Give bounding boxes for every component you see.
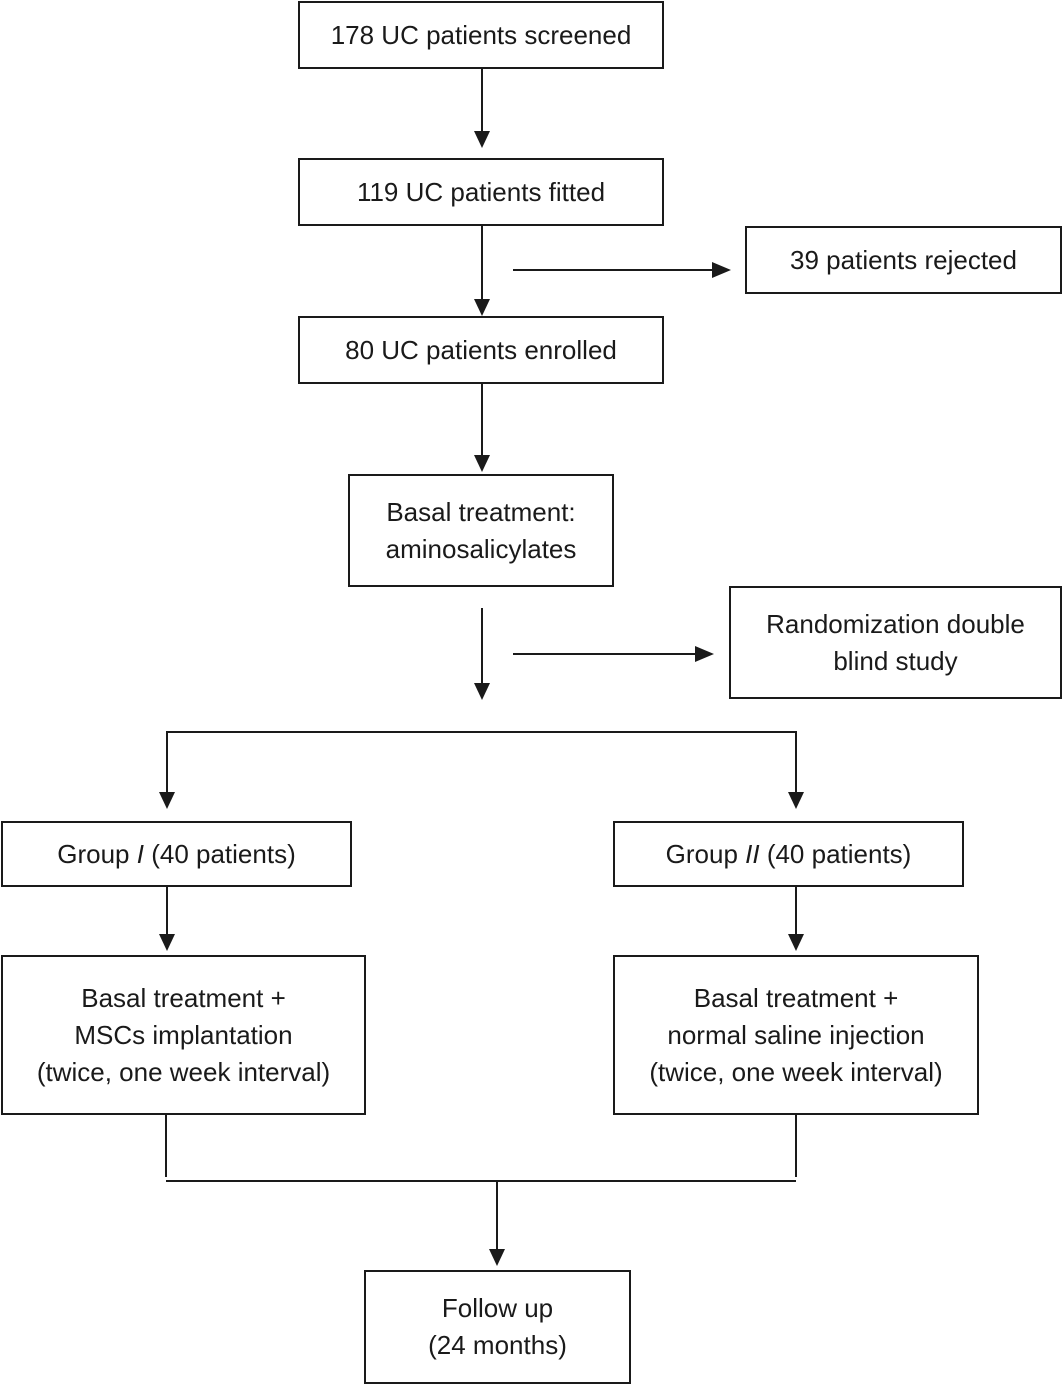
basal-treatment-box: Basal treatment: aminosalicylates xyxy=(348,474,614,587)
group2-prefix: Group xyxy=(665,838,746,869)
group2-box: Group II (40 patients) xyxy=(613,821,964,887)
arrowhead-basal xyxy=(474,455,490,472)
screened-label: 178 UC patients screened xyxy=(330,19,632,50)
group2-numeral: II xyxy=(745,838,760,869)
arrowhead-group2 xyxy=(788,792,804,809)
arrowhead-treatment2 xyxy=(788,934,804,951)
treatment1-line3: (twice, one week interval) xyxy=(36,1056,331,1087)
rejected-box: 39 patients rejected xyxy=(745,226,1062,294)
arrowhead-enrolled xyxy=(474,299,490,316)
group1-numeral: I xyxy=(136,838,144,869)
enrolled-label: 80 UC patients enrolled xyxy=(345,334,617,365)
rejected-label: 39 patients rejected xyxy=(790,244,1017,275)
fitted-box: 119 UC patients fitted xyxy=(298,158,664,226)
screened-box: 178 UC patients screened xyxy=(298,1,664,69)
group1-label: Group I (40 patients) xyxy=(57,836,295,873)
treatment2-line3: (twice, one week interval) xyxy=(649,1056,943,1087)
treatment1-box: Basal treatment + MSCs implantation (twi… xyxy=(1,955,366,1115)
basal-treatment-line1: Basal treatment: xyxy=(386,496,576,527)
followup-line2: (24 months) xyxy=(428,1330,567,1360)
treatment2-box: Basal treatment + normal saline injectio… xyxy=(613,955,979,1115)
treatment1-line2: MSCs implantation xyxy=(74,1019,293,1050)
arrowhead-followup xyxy=(489,1249,505,1266)
treatment1-line1: Basal treatment + xyxy=(81,982,286,1013)
fitted-label: 119 UC patients fitted xyxy=(356,176,606,207)
randomization-line2: blind study xyxy=(833,645,958,676)
followup-line1: Follow up xyxy=(441,1293,554,1323)
arrowhead-group1 xyxy=(159,792,175,809)
treatment2-line1: Basal treatment + xyxy=(693,982,899,1013)
basal-treatment-line2: aminosalicylates xyxy=(385,533,577,564)
arrowhead-split xyxy=(474,683,490,700)
randomization-box: Randomization double blind study xyxy=(729,586,1062,699)
arrowhead-randomization xyxy=(695,646,714,662)
group1-box: Group I (40 patients) xyxy=(1,821,352,887)
group1-prefix: Group xyxy=(57,838,137,869)
group2-label: Group II (40 patients) xyxy=(666,836,912,873)
followup-box: Follow up (24 months) xyxy=(364,1270,631,1384)
group2-suffix: (40 patients) xyxy=(759,838,912,869)
enrolled-box: 80 UC patients enrolled xyxy=(298,316,664,384)
arrowhead-fitted xyxy=(474,131,490,148)
randomization-line1: Randomization double xyxy=(766,608,1025,639)
arrowhead-treatment1 xyxy=(159,934,175,951)
connector-branch-bar xyxy=(166,731,797,793)
group1-suffix: (40 patients) xyxy=(143,838,296,869)
treatment2-line2: normal saline injection xyxy=(667,1019,925,1050)
arrowhead-rejected xyxy=(712,262,731,278)
